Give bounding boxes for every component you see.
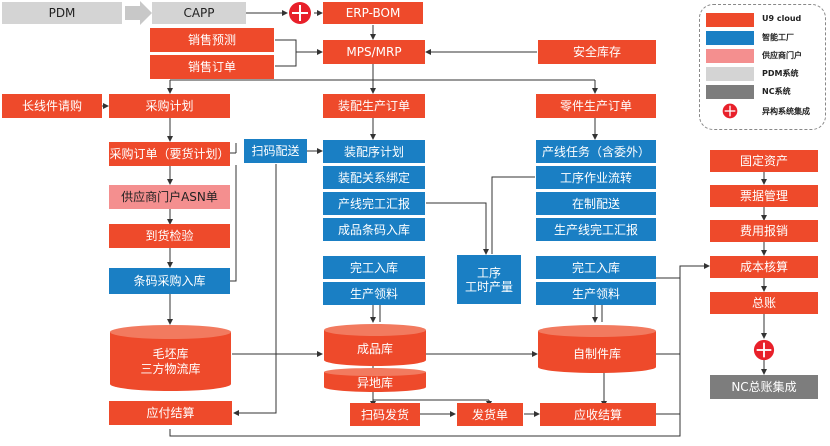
payable-settlement-box[interactable]: 应付结算 [109,401,232,425]
capp-box[interactable]: CAPP [152,2,246,24]
legend: U9 cloud 智能工厂 供应商门户 PDM系统 NC系统 异构系统集成 [699,4,826,130]
receivable-settlement-box[interactable]: 应收结算 [540,403,656,426]
mps-mrp-box[interactable]: MPS/MRP [323,40,425,64]
assembly-binding-box[interactable]: 装配关系绑定 [323,166,425,189]
assembly-line-report-box[interactable]: 产线完工汇报 [323,192,425,215]
process-output-box[interactable]: 工序 工时产量 [457,255,521,304]
parts-op-transfer-box[interactable]: 工序作业流转 [536,166,656,189]
fixed-assets-box[interactable]: 固定资产 [710,150,818,172]
legend-swatch-nc [706,85,754,99]
cost-accounting-box[interactable]: 成本核算 [710,256,818,278]
legend-label-supplier-portal: 供应商门户 [762,51,802,60]
expense-reimbursement-box[interactable]: 费用报销 [710,220,818,242]
sales-forecast-box[interactable]: 销售预测 [150,28,274,52]
legend-swatch-smart-factory [706,31,754,45]
parts-completion-in-box[interactable]: 完工入库 [536,256,656,279]
finished-warehouse-label: 成品库 [356,341,393,356]
sales-order-box[interactable]: 销售订单 [150,55,274,79]
assembly-barcode-in-box[interactable]: 成品条码入库 [323,218,425,241]
legend-label-smart-factory: 智能工厂 [762,33,794,42]
legend-label-u9: U9 cloud [762,14,802,23]
assembly-material-pick-box[interactable]: 生产领料 [323,282,425,305]
supplier-asn-box[interactable]: 供应商门户ASN单 [109,185,230,209]
legend-swatch-u9 [706,13,754,27]
legend-label-pdm: PDM系统 [762,69,799,78]
shipment-box[interactable]: 发货单 [457,403,523,426]
scan-ship-box[interactable]: 扫码发货 [350,403,420,426]
legend-swatch-pdm [706,67,754,81]
raw-warehouse-cylinder[interactable]: 毛坯库 三方物流库 [109,324,232,392]
purchase-order-box[interactable]: 采购订单（要货计划） [109,142,230,166]
general-ledger-box[interactable]: 总账 [710,292,818,314]
invoice-management-box[interactable]: 票据管理 [710,185,818,207]
pdm-to-capp-arrow [125,1,152,25]
safety-stock-box[interactable]: 安全库存 [538,40,656,64]
integration-plug-icon [753,339,775,361]
scan-delivery-box[interactable]: 扫码配送 [244,139,307,163]
integration-plug-icon [289,2,311,24]
assembly-plan-box[interactable]: 装配序计划 [323,140,425,163]
parts-order-box[interactable]: 零件生产订单 [536,94,656,118]
self-made-warehouse-label: 自制件库 [572,346,621,361]
legend-plug-icon [722,103,738,119]
long-lead-request-box[interactable]: 长线件请购 [2,94,102,118]
finished-warehouse-cylinder[interactable]: 成品库 [323,323,427,367]
parts-line-task-box[interactable]: 产线任务（含委外） [536,140,656,163]
legend-label-nc: NC系统 [762,87,791,96]
pdm-box[interactable]: PDM [2,2,122,24]
purchase-plan-box[interactable]: 采购计划 [109,94,230,118]
arrival-inspection-box[interactable]: 到货检验 [109,224,230,248]
assembly-completion-in-box[interactable]: 完工入库 [323,256,425,279]
parts-wip-delivery-box[interactable]: 在制配送 [536,192,656,215]
barcode-purchase-receipt-box[interactable]: 条码采购入库 [109,268,230,294]
assembly-order-box[interactable]: 装配生产订单 [323,94,425,118]
legend-label-heterogeneous: 异构系统集成 [762,107,810,116]
parts-line-report-box[interactable]: 生产线完工汇报 [536,218,656,241]
nc-gl-integration-box[interactable]: NC总账集成 [710,375,818,399]
raw-warehouse-label: 毛坯库 三方物流库 [140,347,201,376]
legend-swatch-supplier-portal [706,49,754,63]
remote-warehouse-label: 异地库 [356,375,393,390]
self-made-warehouse-cylinder[interactable]: 自制件库 [537,324,657,374]
parts-material-pick-box[interactable]: 生产领料 [536,282,656,305]
remote-warehouse-cylinder[interactable]: 异地库 [323,367,427,393]
erp-bom-box[interactable]: ERP-BOM [323,2,423,24]
